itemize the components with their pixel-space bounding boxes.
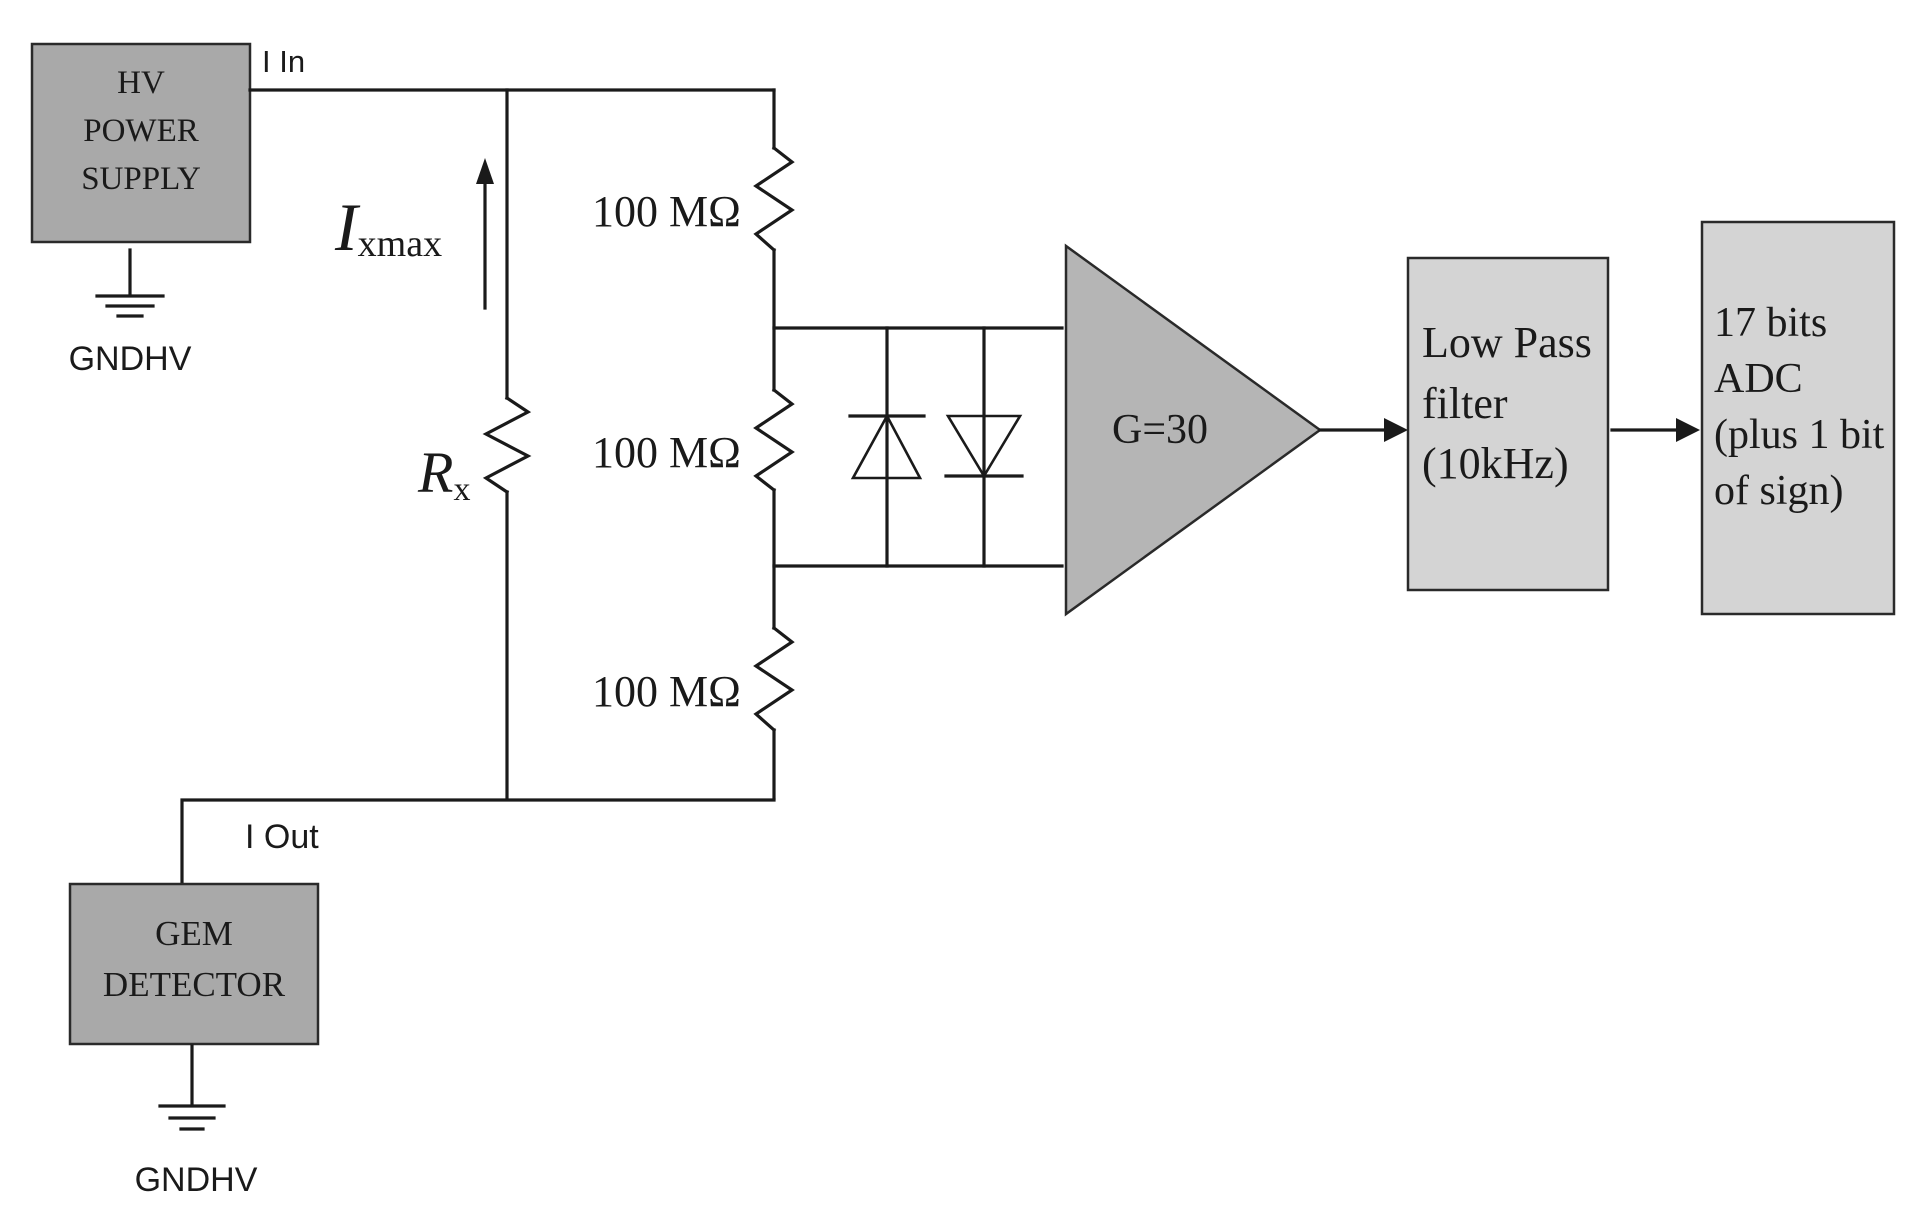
hv-supply-line-2: POWER	[83, 113, 199, 149]
gnd-label-bottom: GNDHV	[135, 1161, 258, 1199]
rx-symbol: R	[417, 440, 453, 505]
resistor-label-middle: 100 MΩ	[592, 428, 741, 477]
i-in-label: I In	[262, 44, 305, 79]
hv-power-supply-block: HV POWER SUPPLY	[30, 42, 252, 244]
ground-symbol-bottom	[158, 1044, 226, 1131]
current-symbol: I	[334, 189, 361, 265]
resistor-chain	[753, 88, 795, 800]
low-pass-filter-block: Low Pass filter (10kHz)	[1406, 256, 1610, 592]
rx-subscript: x	[453, 471, 470, 508]
arrow-amp-to-filter	[1318, 418, 1408, 442]
resistor-label-bottom: 100 MΩ	[592, 667, 741, 716]
resistor-label-top: 100 MΩ	[592, 187, 741, 236]
rx-label: Rx	[417, 440, 470, 508]
amplifier-gain-label: G=30	[1112, 407, 1208, 453]
hv-supply-line-3: SUPPLY	[81, 161, 201, 197]
hv-supply-line-1: HV	[117, 65, 165, 101]
bottom-bus-wire	[180, 798, 776, 886]
amplifier-block: G=30	[1064, 243, 1323, 617]
gnd-label-top: GNDHV	[69, 340, 192, 378]
current-subscript: xmax	[358, 223, 442, 265]
gem-detector-block: GEM DETECTOR	[68, 882, 320, 1046]
filter-line-2: filter	[1422, 379, 1508, 428]
diode-pair	[848, 326, 1024, 568]
filter-line-1: Low Pass	[1422, 318, 1592, 367]
i-out-label: I Out	[245, 818, 319, 856]
adc-line-2: ADC	[1714, 356, 1803, 402]
filter-line-3: (10kHz)	[1422, 439, 1569, 488]
adc-line-3: (plus 1 bit	[1714, 412, 1885, 458]
ground-symbol-top	[95, 248, 165, 318]
gem-line-2: DETECTOR	[103, 965, 286, 1004]
arrow-filter-to-adc	[1610, 418, 1700, 442]
adc-line-1: 17 bits	[1714, 300, 1827, 346]
rx-branch	[482, 88, 532, 800]
gem-line-1: GEM	[155, 914, 233, 953]
current-label: Ixmax	[334, 189, 442, 265]
adc-block: 17 bits ADC (plus 1 bit of sign)	[1700, 220, 1896, 616]
current-direction-arrow	[476, 158, 494, 310]
adc-line-4: of sign)	[1714, 468, 1844, 514]
